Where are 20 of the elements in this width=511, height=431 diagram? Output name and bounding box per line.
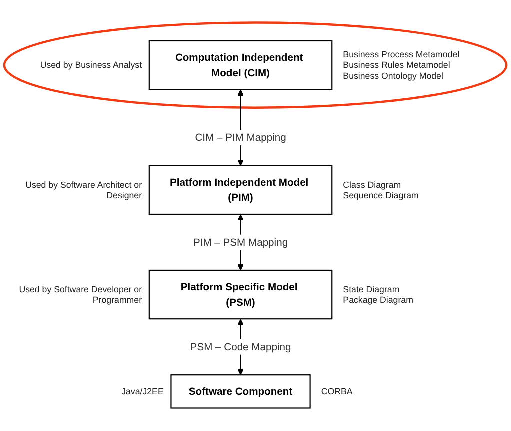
process-box (148, 270, 333, 320)
artifact-note: Business Process Metamodel (343, 49, 461, 60)
node-label: Platform Independent Model (PIM) (169, 175, 310, 206)
process-box (148, 165, 333, 216)
artifact-note: Business Ontology Model (343, 70, 444, 82)
role-note: Java/J2EE (120, 386, 164, 397)
role-note: Used by Software Developer or Programmer (18, 284, 142, 306)
artifact-note: Business Rules Metamodel (343, 60, 452, 71)
artifact-note: Class Diagram (343, 180, 402, 190)
role-note: Used by Business Analyst (39, 60, 142, 71)
process-box (148, 40, 333, 90)
artifact-note: State Diagram (343, 284, 401, 295)
artifact-note: Package Diagram (343, 294, 414, 306)
process-box (170, 374, 311, 409)
node-label: Platform Specific Model (PSM) (180, 280, 299, 310)
node-label: Computation Independent Model (CIM) (174, 50, 304, 81)
node-label: Software Component (188, 384, 293, 400)
role-note: Used by Software Architect or Designer (24, 180, 142, 201)
artifact-note: Sequence Diagram (343, 190, 420, 201)
artifact-note: CORBA (321, 386, 354, 397)
